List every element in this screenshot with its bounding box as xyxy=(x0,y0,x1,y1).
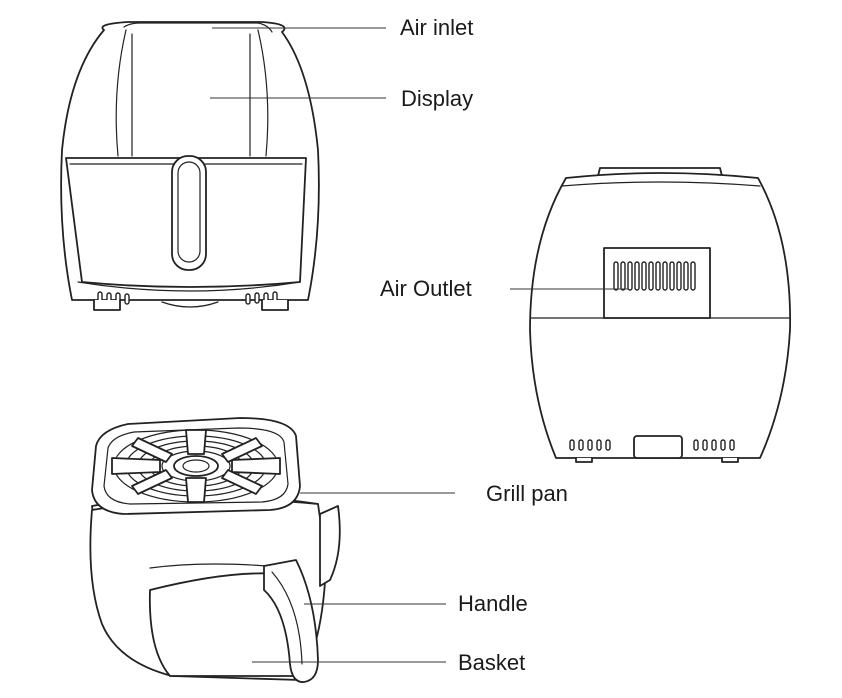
back-bottom-vents xyxy=(569,439,735,451)
label-grill-pan: Grill pan xyxy=(486,481,568,506)
front-vents-right xyxy=(245,291,278,305)
basket-assembly xyxy=(89,494,341,683)
label-basket: Basket xyxy=(458,650,525,675)
label-air-outlet: Air Outlet xyxy=(380,276,472,301)
back-air-outlet-grille xyxy=(613,261,696,291)
grill-pan-spokes xyxy=(111,429,281,503)
front-view-fryer xyxy=(60,21,320,311)
label-display: Display xyxy=(401,86,473,111)
back-view-fryer xyxy=(529,167,791,463)
grill-pan xyxy=(91,417,301,515)
label-air-inlet: Air inlet xyxy=(400,15,473,40)
label-handle: Handle xyxy=(458,591,528,616)
